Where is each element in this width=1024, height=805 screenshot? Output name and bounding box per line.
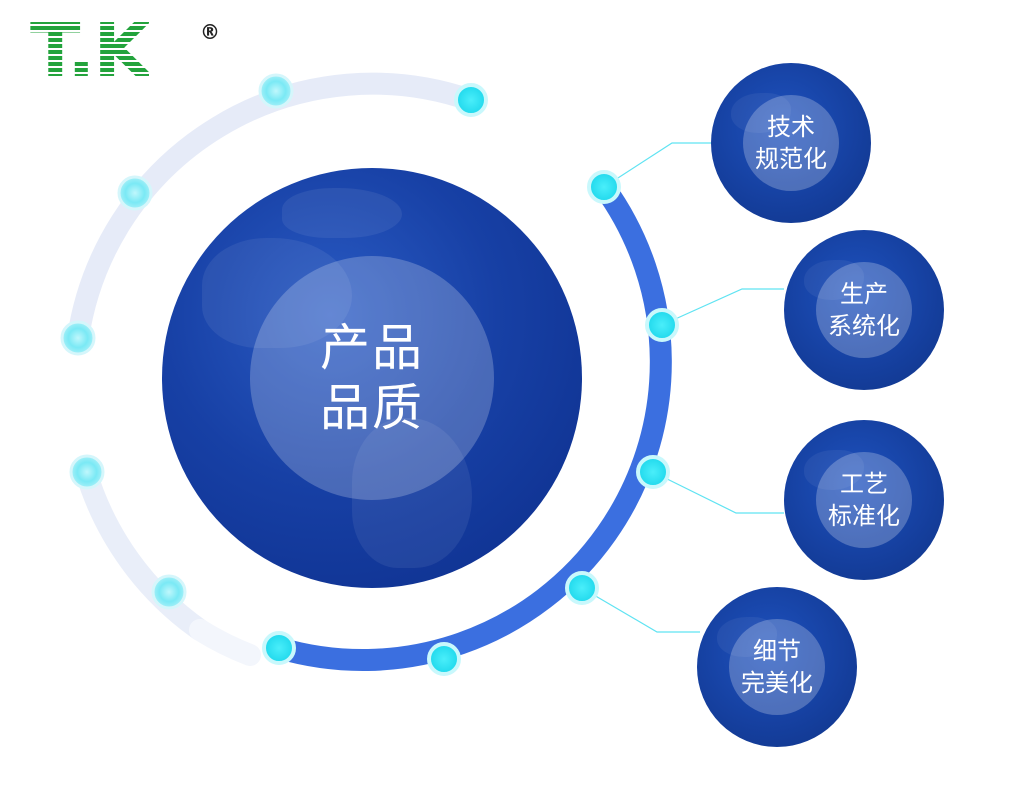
pale-node: [117, 175, 153, 211]
badge-label-circle: 生产 系统化: [816, 262, 912, 358]
blue-arc: [268, 176, 672, 672]
logo-wordmark: T.K: [30, 8, 151, 94]
badge-label-circle: 技术 规范化: [743, 95, 839, 191]
badge-landmass: [804, 260, 864, 300]
bright-node: [645, 308, 679, 342]
bright-node: [262, 631, 296, 665]
badge-label-circle: 工艺 标准化: [816, 452, 912, 548]
badge-label-line1: 生产: [840, 280, 888, 308]
badge-label-line1: 细节: [753, 637, 801, 665]
connector-2: [661, 288, 784, 326]
badge-label-line2: 系统化: [828, 312, 900, 340]
badge-process-standardization: 工艺 标准化: [784, 420, 944, 580]
connector-1: [603, 142, 712, 188]
globe-landmass: [282, 188, 402, 238]
badge-detail-perfection: 细节 完美化: [697, 587, 857, 747]
bright-nodes: [262, 83, 679, 676]
connector-4: [581, 587, 700, 633]
bright-node: [587, 170, 621, 204]
badge-production-systematization: 生产 系统化: [784, 230, 944, 390]
center-label-circle: 产品 品质: [250, 256, 494, 500]
pale-node: [60, 320, 96, 356]
pale-node: [69, 454, 105, 490]
registered-mark: ®: [200, 20, 220, 44]
connector-lines: [581, 142, 784, 633]
globe-landmass: [202, 238, 352, 348]
center-label-line1: 产品: [320, 319, 424, 377]
bright-node: [427, 642, 461, 676]
globe-landmass: [352, 418, 472, 568]
badge-label-line2: 规范化: [755, 145, 827, 173]
badge-label-line2: 标准化: [828, 502, 900, 530]
pale-nodes: [60, 73, 294, 610]
pale-node: [258, 73, 294, 109]
brand-logo: T.K ®: [30, 14, 230, 100]
badge-landmass: [717, 617, 777, 657]
bright-node: [636, 455, 670, 489]
pale-node: [151, 574, 187, 610]
lower-light-arc: [75, 461, 211, 641]
badge-label-circle: 细节 完美化: [729, 619, 825, 715]
center-label-line2: 品质: [320, 379, 424, 437]
connector-3: [652, 471, 784, 514]
bright-node: [454, 83, 488, 117]
center-globe: 产品 品质: [162, 168, 582, 588]
bright-node: [565, 571, 599, 605]
badge-landmass: [731, 93, 791, 133]
badge-technical-standardization: 技术 规范化: [711, 63, 871, 223]
badge-landmass: [804, 450, 864, 490]
upper-light-arc: [67, 72, 481, 349]
badge-label-line1: 工艺: [840, 470, 888, 498]
badge-label-line1: 技术: [767, 113, 815, 141]
badge-label-line2: 完美化: [741, 669, 813, 697]
